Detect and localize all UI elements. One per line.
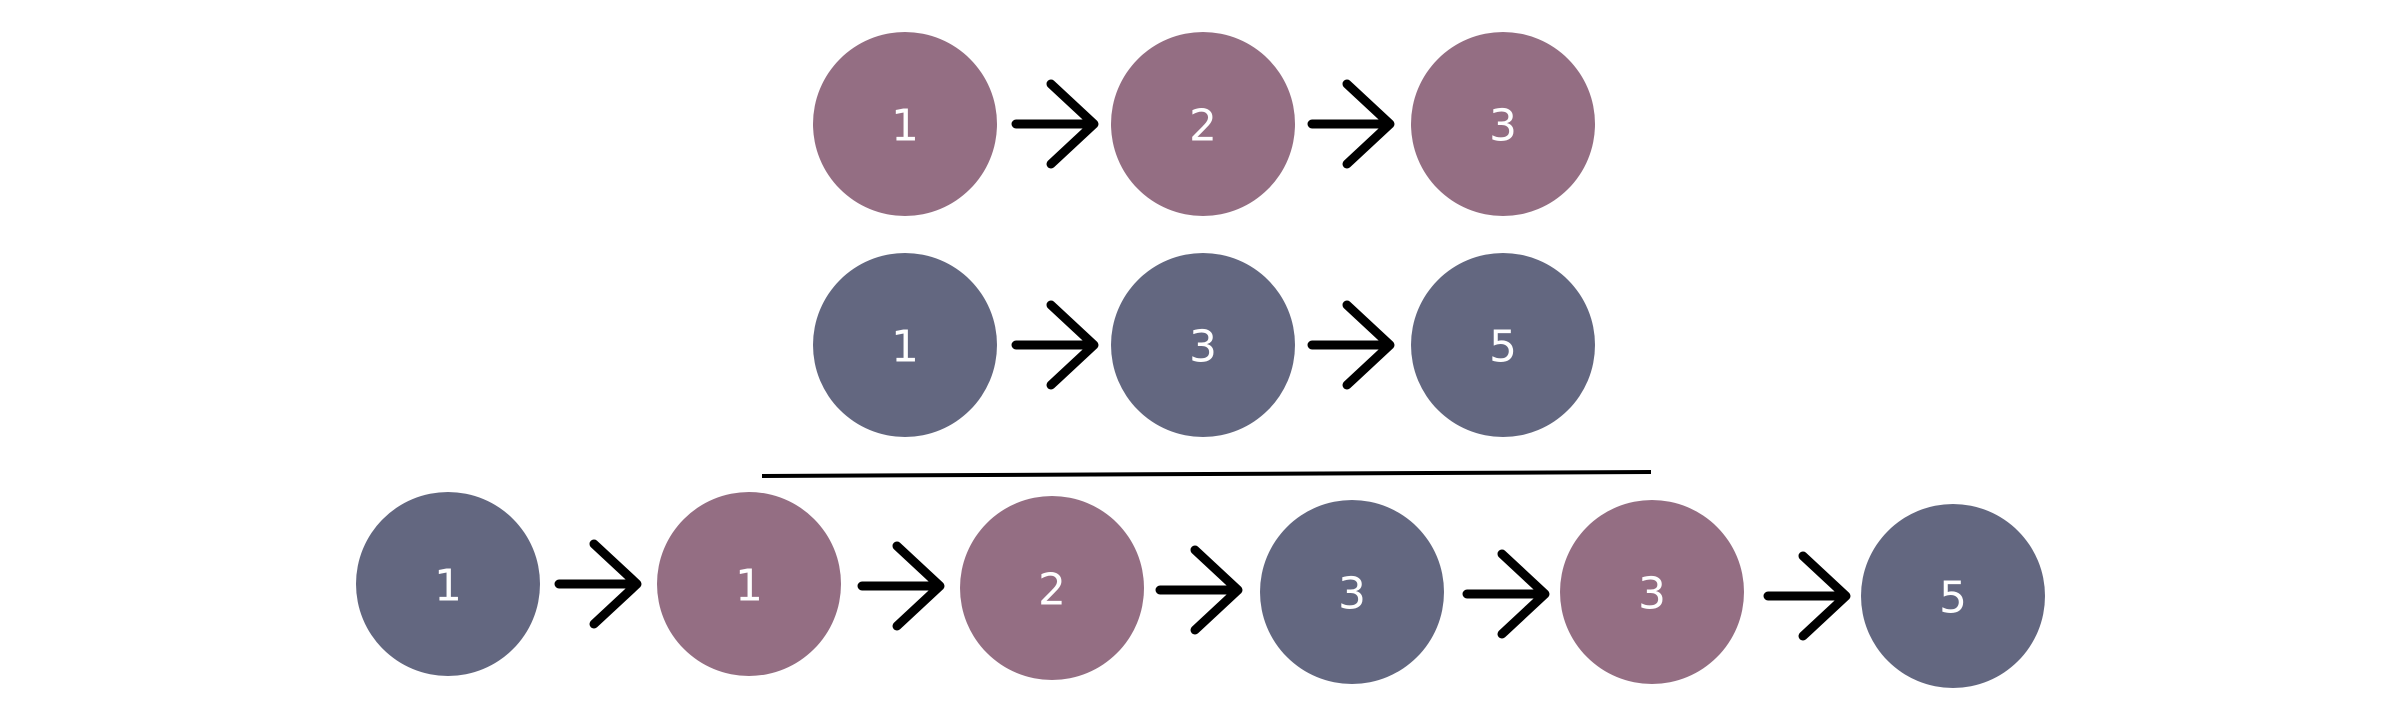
list-node: 5 <box>1861 504 2045 688</box>
next-arrow-icon <box>554 539 642 629</box>
node-circle <box>960 496 1144 680</box>
list-a-row: 1 2 3 <box>813 32 1595 216</box>
next-arrow-icon <box>1155 545 1243 635</box>
list-node: 1 <box>813 253 997 437</box>
list-node: 1 <box>356 492 540 676</box>
list-node: 3 <box>1260 500 1444 684</box>
node-label: 1 <box>434 561 462 612</box>
next-arrow-icon <box>1462 549 1550 639</box>
node-circle <box>1861 504 2045 688</box>
node-label: 3 <box>1338 569 1366 620</box>
list-node: 2 <box>1111 32 1295 216</box>
node-circle <box>1411 253 1595 437</box>
node-circle <box>1111 32 1295 216</box>
list-node: 1 <box>813 32 997 216</box>
list-node: 2 <box>960 496 1144 680</box>
node-circle <box>1411 32 1595 216</box>
list-node: 3 <box>1111 253 1295 437</box>
list-node: 3 <box>1411 32 1595 216</box>
list-node: 1 <box>657 492 841 676</box>
node-circle <box>356 492 540 676</box>
node-label: 3 <box>1638 569 1666 620</box>
next-arrow-icon <box>1011 300 1099 390</box>
node-label: 1 <box>735 561 763 612</box>
node-circle <box>1111 253 1295 437</box>
next-arrow-icon <box>1011 79 1099 169</box>
list-node: 3 <box>1560 500 1744 684</box>
next-arrow-icon <box>1307 79 1395 169</box>
node-label: 1 <box>891 101 919 152</box>
next-arrow-icon <box>857 541 945 631</box>
node-label: 5 <box>1489 322 1517 373</box>
node-label: 2 <box>1038 565 1066 616</box>
node-label: 2 <box>1189 101 1217 152</box>
next-arrow-icon <box>1307 300 1395 390</box>
divider-line <box>761 470 1652 478</box>
node-circle <box>657 492 841 676</box>
list-b-row: 1 3 5 <box>813 253 1595 437</box>
node-label: 3 <box>1489 101 1517 152</box>
list-node: 5 <box>1411 253 1595 437</box>
node-circle <box>813 32 997 216</box>
node-label: 1 <box>891 322 919 373</box>
node-circle <box>813 253 997 437</box>
node-label: 5 <box>1939 573 1967 624</box>
node-label: 3 <box>1189 322 1217 373</box>
next-arrow-icon <box>1763 551 1851 641</box>
node-circle <box>1260 500 1444 684</box>
node-circle <box>1560 500 1744 684</box>
merged-list-row: 1 1 2 3 3 5 <box>356 492 2045 688</box>
